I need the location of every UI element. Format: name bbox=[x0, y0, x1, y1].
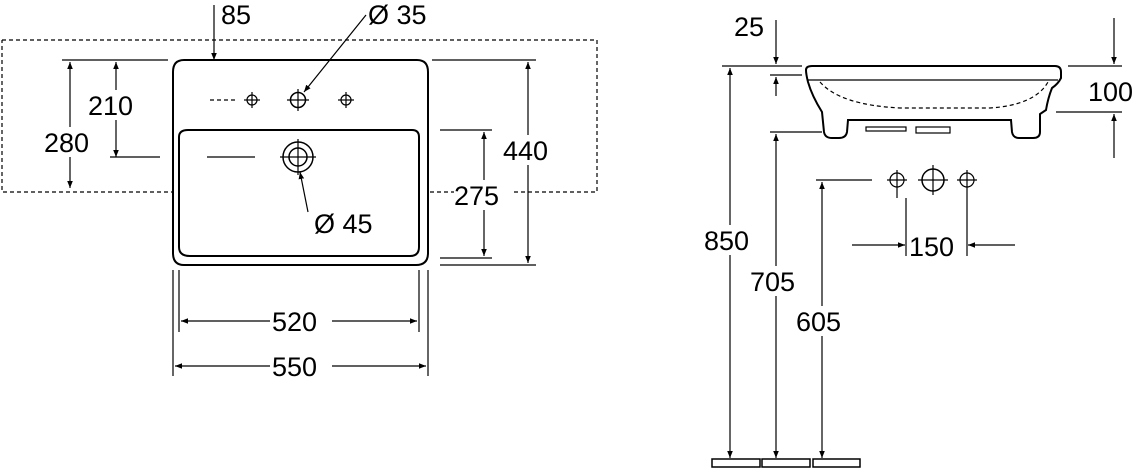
tap-hole-right-icon bbox=[338, 92, 354, 108]
side-view: 150 25 100 850 705 605 bbox=[703, 12, 1139, 468]
tap-hole-leader bbox=[303, 14, 367, 93]
dim-100-label: 100 bbox=[1088, 77, 1133, 107]
basin-bowl-outline bbox=[178, 129, 420, 257]
dim-85-label: 85 bbox=[221, 0, 251, 30]
tap-hole-diameter-label: Ø 35 bbox=[368, 0, 427, 30]
dim-850-label: 850 bbox=[704, 226, 749, 256]
dim-150-label: 150 bbox=[909, 232, 954, 262]
floor-block-1 bbox=[711, 458, 761, 468]
basin-outer-outline bbox=[172, 59, 429, 266]
dim-210-label: 210 bbox=[88, 91, 133, 121]
dim-275-label: 275 bbox=[454, 181, 499, 211]
dim-25-label: 25 bbox=[734, 12, 764, 42]
basin-inner-bowl bbox=[819, 81, 1049, 109]
dim-280-label: 280 bbox=[44, 128, 89, 158]
basin-bracket-left bbox=[865, 126, 907, 132]
waste-leader bbox=[298, 171, 309, 213]
tap-hole-center-icon bbox=[287, 89, 309, 111]
tap-hole-side-left-icon bbox=[887, 170, 907, 198]
dim-605-label: 605 bbox=[796, 307, 841, 337]
tap-hole-side-right-icon bbox=[957, 170, 977, 198]
basin-bracket-right bbox=[915, 126, 951, 134]
dim-705-label: 705 bbox=[750, 267, 795, 297]
waste-outlet-icon bbox=[280, 139, 316, 175]
tap-hole-side-center-icon bbox=[918, 165, 948, 195]
dim-520-label: 520 bbox=[272, 307, 317, 337]
floor-block-2 bbox=[761, 458, 811, 468]
dim-440-label: 440 bbox=[503, 136, 548, 166]
floor-block-3 bbox=[812, 458, 861, 468]
plan-view: 85 Ø 35 Ø 45 210 280 440 275 bbox=[1, 0, 598, 382]
waste-diameter-label: Ø 45 bbox=[314, 209, 373, 239]
basin-side-profile bbox=[804, 65, 1062, 139]
dim-550-label: 550 bbox=[272, 352, 317, 382]
tap-hole-left-icon bbox=[244, 92, 260, 108]
